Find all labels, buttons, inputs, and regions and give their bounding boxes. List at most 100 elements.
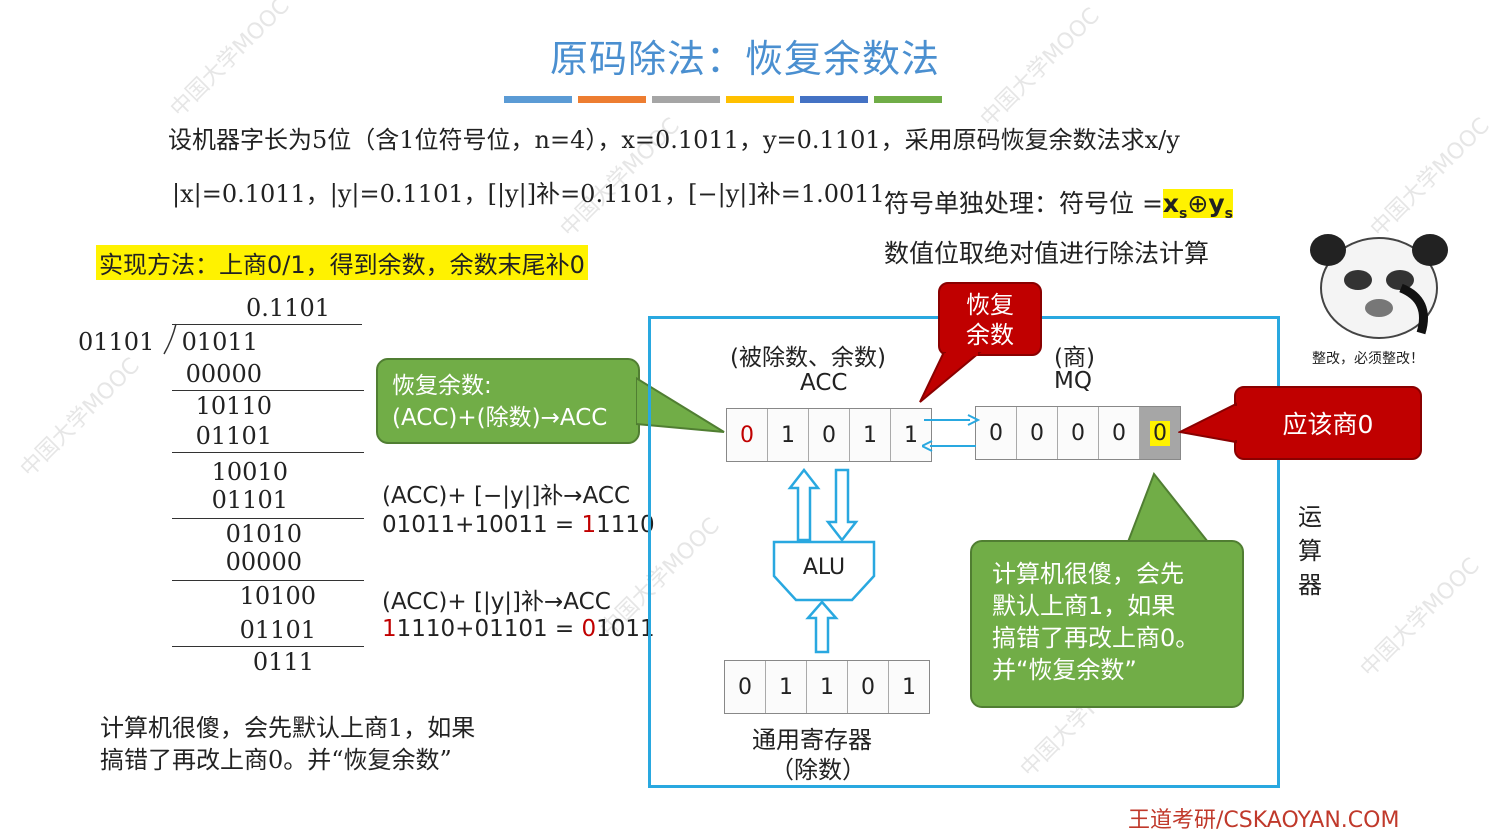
acc-alu-arrows [787, 468, 859, 542]
division-step: 01010 [225, 520, 302, 548]
acc-label: ACC [800, 370, 848, 396]
register-bit: 0 [1017, 407, 1058, 459]
division-step: 10100 [239, 582, 316, 610]
register-bit: 1 [889, 661, 929, 713]
op1-lhs: 01011+10011 = [382, 512, 582, 538]
sign-note-prefix: 符号单独处理：符号位 = [884, 189, 1163, 218]
division-bracket [163, 323, 177, 355]
register-bit: 0 [1140, 407, 1180, 459]
green-callout-line-1: 计算机很傻，会先 [992, 560, 1184, 588]
division-step: 00000 [225, 548, 302, 576]
xs-sub: s [1179, 206, 1188, 222]
color-bar-segment [578, 96, 646, 103]
problem-line-1: 设机器字长为5位（含1位符号位，n=4），x=0.1011，y=0.1101，采… [168, 126, 1180, 154]
sign-formula: xs⊕ys [1162, 189, 1233, 222]
op2-calc: 11110+01101 = 01011 [382, 616, 655, 642]
bottom-note-line-1: 计算机很傻，会先默认上商1，如果 [100, 714, 476, 742]
quotient-bit-highlight: 0 [1150, 420, 1170, 446]
watermark: 中国大学MOOC [1365, 113, 1490, 243]
op1-result-sign: 1 [581, 512, 597, 538]
op2-lhs-rest: 1110+01101 = [396, 616, 582, 642]
color-bar-segment [800, 96, 868, 103]
restore-red-line-2: 余数 [966, 321, 1014, 349]
division-step: 10010 [211, 458, 288, 486]
op1-calc: 01011+10011 = 11110 [382, 512, 655, 538]
sign-note-line-1: 符号单独处理：符号位 =xs⊕ys [884, 184, 1233, 222]
register-bit: 0 [976, 407, 1017, 459]
sign-note-line-2: 数值位取绝对值进行除法计算 [884, 239, 1210, 268]
slide-title: 原码除法：恢复余数法 [549, 37, 940, 81]
green-callout-line-2: 默认上商1，如果 [992, 592, 1176, 620]
alu-block [772, 540, 876, 602]
ys-var: y [1208, 189, 1225, 218]
bottom-note: 计算机很傻，会先默认上商1，如果 搞错了再改上商0。并“恢复余数” [100, 712, 475, 776]
should-quotient-zero-pointer [1178, 402, 1238, 444]
green-callout-line-3: 搞错了再改上商0。 [992, 624, 1200, 652]
xs-var: x [1162, 189, 1180, 218]
register-bit: 0 [809, 409, 850, 461]
register-bit: 1 [768, 409, 809, 461]
division-step: 01101 [211, 486, 288, 514]
alu-label: ALU [802, 555, 846, 580]
reg-alu-arrow [805, 600, 839, 654]
register-bit: 1 [807, 661, 848, 713]
restore-red-pointer [919, 352, 982, 403]
unit-label-char: 器 [1298, 571, 1322, 599]
color-bar-segment [652, 96, 720, 103]
footer-brand: 王道考研/CSKAOYAN.COM [1128, 808, 1400, 833]
mq-description: (商) [1054, 345, 1095, 371]
restore-callout-line-1: 恢复余数: [392, 373, 492, 399]
op2-result-sign: 0 [581, 616, 597, 642]
division-step: 00000 [185, 360, 262, 388]
division-rule [172, 518, 364, 519]
op2-result-rest: 1011 [596, 616, 655, 642]
restore-red-callout: 恢复 余数 [938, 282, 1042, 356]
division-rule [172, 646, 364, 647]
register-bit: 1 [766, 661, 807, 713]
green-callout-line-4: 并“恢复余数” [992, 656, 1137, 684]
division-quotient: 0.1101 [246, 294, 330, 322]
division-rule [172, 580, 364, 581]
xor-symbol: ⊕ [1187, 189, 1209, 218]
register-bit: 0 [1099, 407, 1140, 459]
register-bit: 0 [725, 661, 766, 713]
register-bit: 0 [1058, 407, 1099, 459]
register-label: 通用寄存器 [752, 726, 872, 754]
op1-result-rest: 1110 [596, 512, 655, 538]
division-step: 0111 [252, 648, 314, 676]
division-bar [172, 324, 362, 325]
division-divisor: 01101 [78, 328, 155, 356]
panda-meme-image [1306, 228, 1452, 342]
title-color-bar [504, 96, 942, 103]
color-bar-segment [726, 96, 794, 103]
method-highlight: 实现方法：上商0/1，得到余数，余数末尾补0 [96, 245, 588, 280]
ys-sub: s [1224, 206, 1233, 222]
restore-remainder-callout: 恢复余数: (ACC)+(除数)→ACC [376, 358, 640, 444]
acc-mq-shift-arrows [922, 414, 980, 452]
division-rule [172, 452, 364, 453]
restore-callout-line-2: (ACC)+(除数)→ACC [392, 405, 608, 431]
division-rule [172, 390, 364, 391]
should-quotient-zero-callout: 应该商0 [1234, 386, 1422, 460]
acc-description: (被除数、余数) [730, 345, 886, 371]
register-bit: 0 [848, 661, 889, 713]
register-bit: 0 [727, 409, 768, 461]
division-step: 01101 [239, 616, 316, 644]
division-step: 01011 [181, 328, 258, 356]
computer-is-dumb-callout: 计算机很傻，会先 默认上商1，如果 搞错了再改上商0。 并“恢复余数” [970, 540, 1244, 708]
unit-label-char: 算 [1298, 537, 1322, 565]
green-callout-pointer [1126, 472, 1211, 543]
division-step: 01101 [195, 422, 272, 450]
register-sublabel: （除数） [770, 756, 866, 784]
restore-callout-pointer [636, 376, 725, 433]
op1-formula: (ACC)+ [−|y|]补→ACC [382, 483, 631, 509]
restore-red-line-1: 恢复 [966, 291, 1014, 319]
color-bar-segment [504, 96, 572, 103]
problem-line-2: |x|=0.1011，|y|=0.1101，[|y|]补=0.1101，[−|y… [172, 180, 885, 208]
unit-label-char: 运 [1298, 503, 1322, 531]
register-bit: 1 [891, 409, 931, 461]
meme-caption: 整改，必须整改！ [1312, 351, 1424, 367]
